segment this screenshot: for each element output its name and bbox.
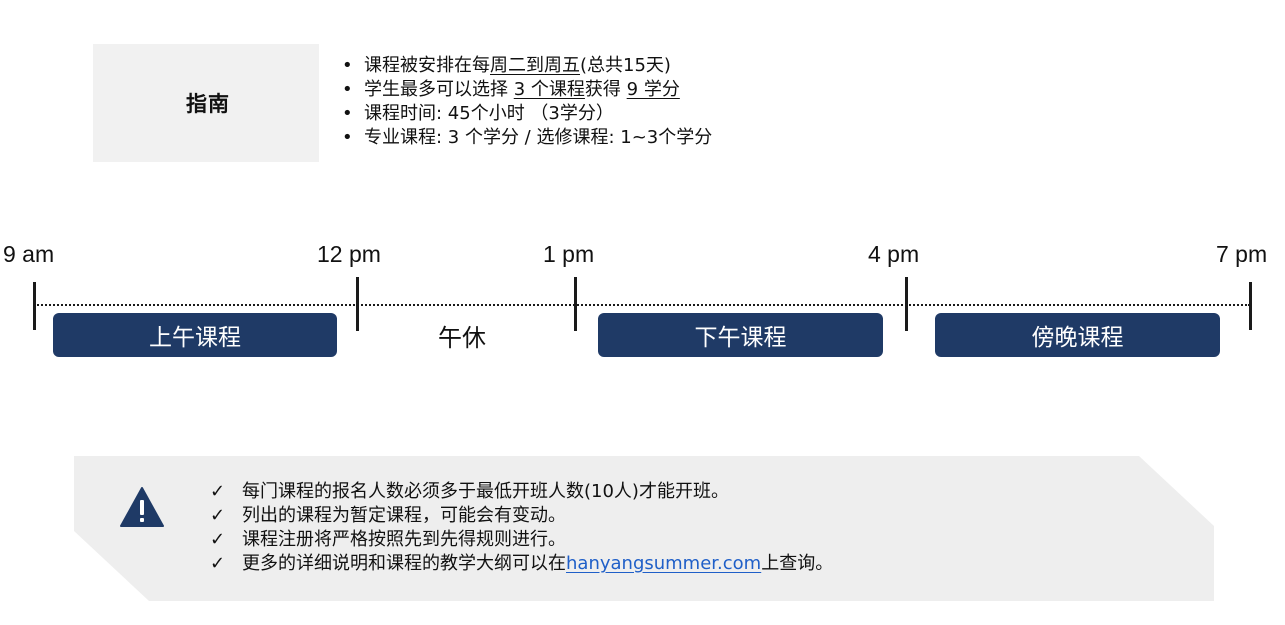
check-icon: ✓	[210, 505, 226, 526]
timeline-tick	[574, 277, 577, 331]
guide-item: 学生最多可以选择 3 个课程获得 9 学分	[340, 78, 712, 102]
time-label-1pm: 1 pm	[543, 241, 595, 267]
session-afternoon: 下午课程	[598, 313, 883, 357]
guide-title: 指南	[186, 92, 230, 116]
notice-item: ✓ 每门课程的报名人数必须多于最低开班人数(10人)才能开班。	[210, 480, 833, 504]
guide-item-underlined: 3 个课程	[513, 79, 585, 100]
notice-item-text: 列出的课程为暂定课程，可能会有变动。	[242, 505, 566, 526]
timeline-tick	[1249, 282, 1252, 330]
session-lunch: 午休	[438, 324, 486, 352]
guide-item: 专业课程: 3 个学分 / 选修课程: 1~3个学分	[340, 126, 712, 150]
guide-box: 指南	[93, 44, 319, 162]
timeline-tick	[905, 277, 908, 331]
timeline-line	[34, 304, 1250, 306]
guide-item-text: 专业课程: 3 个学分 / 选修课程: 1~3个学分	[364, 127, 713, 148]
notice-item: ✓ 更多的详细说明和课程的教学大纲可以在hanyangsummer.com上查询。	[210, 552, 833, 576]
guide-item: 课程时间: 45个小时 （3学分）	[340, 102, 712, 126]
notice-item: ✓ 列出的课程为暂定课程，可能会有变动。	[210, 504, 833, 528]
guide-item-text: (总共15天)	[580, 55, 671, 76]
session-morning: 上午课程	[53, 313, 337, 357]
guide-item-underlined: 周二到周五	[490, 55, 580, 76]
time-label-9am: 9 am	[3, 241, 55, 267]
notice-item-text: 每门课程的报名人数必须多于最低开班人数(10人)才能开班。	[242, 481, 729, 502]
website-link[interactable]: hanyangsummer.com	[566, 553, 762, 574]
session-evening: 傍晚课程	[935, 313, 1220, 357]
guide-item-text: 课程时间: 45个小时 （3学分）	[364, 103, 614, 124]
check-icon: ✓	[210, 481, 226, 502]
notice-item-text: 上查询。	[761, 553, 834, 574]
guide-item-text: 学生最多可以选择	[364, 79, 514, 100]
time-label-7pm: 7 pm	[1216, 241, 1268, 267]
notice-item: ✓ 课程注册将严格按照先到先得规则进行。	[210, 528, 833, 552]
guide-list: 课程被安排在每周二到周五(总共15天) 学生最多可以选择 3 个课程获得 9 学…	[340, 54, 712, 150]
notice-panel-background	[74, 456, 1214, 601]
guide-item-underlined: 9 学分	[626, 79, 680, 100]
warning-triangle-icon	[120, 487, 164, 527]
timeline-tick	[33, 282, 36, 330]
guide-item-text: 课程被安排在每	[364, 55, 490, 76]
time-label-12pm: 12 pm	[317, 241, 381, 267]
notice-panel: ✓ 每门课程的报名人数必须多于最低开班人数(10人)才能开班。 ✓ 列出的课程为暂定…	[74, 456, 1214, 601]
check-icon: ✓	[210, 529, 226, 550]
notice-list: ✓ 每门课程的报名人数必须多于最低开班人数(10人)才能开班。 ✓ 列出的课程为暂定…	[210, 480, 833, 576]
guide-item-text: 获得	[584, 79, 627, 100]
notice-item-text: 更多的详细说明和课程的教学大纲可以在	[242, 553, 566, 574]
check-icon: ✓	[210, 553, 226, 574]
time-label-4pm: 4 pm	[868, 241, 920, 267]
notice-item-text: 课程注册将严格按照先到先得规则进行。	[242, 529, 566, 550]
timeline-tick	[356, 277, 359, 331]
guide-item: 课程被安排在每周二到周五(总共15天)	[340, 54, 712, 78]
